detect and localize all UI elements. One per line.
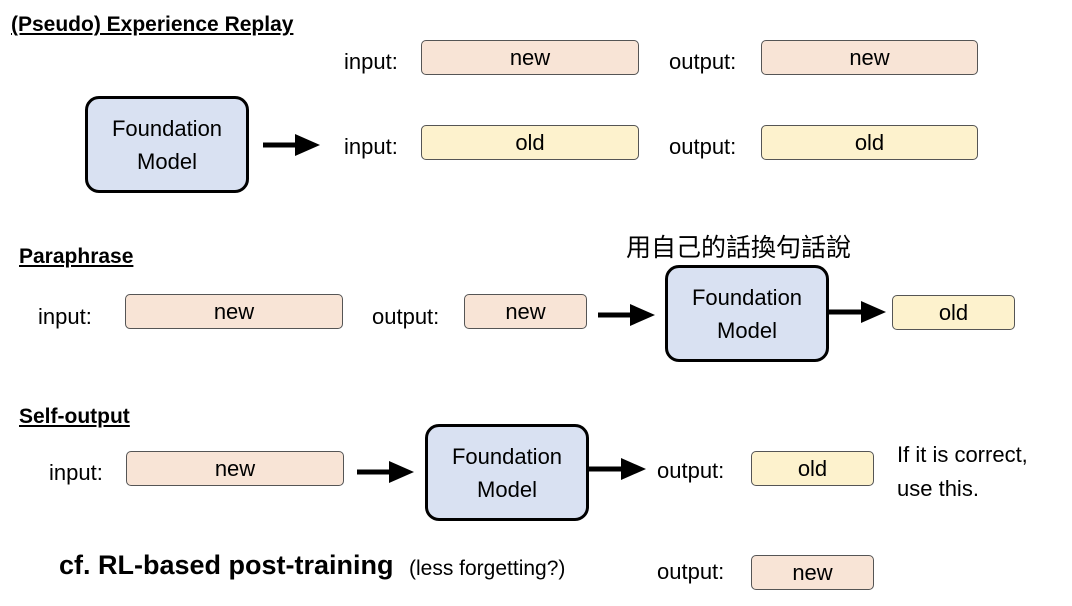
rl-title: cf. RL-based post-training — [59, 550, 394, 580]
replay-arrow — [263, 134, 320, 156]
paraphrase-arrow-in — [598, 304, 655, 326]
replay-heading: (Pseudo) Experience Replay — [11, 13, 294, 36]
replay-row1-output-box: new — [761, 40, 978, 75]
paraphrase-output-label: output: — [372, 304, 440, 329]
model-label-line1: Foundation — [451, 443, 563, 469]
paraphrase-result-box: old — [892, 295, 1015, 330]
model-label-line2: Model — [137, 148, 197, 174]
replay-row2-output-label: output: — [669, 134, 737, 159]
paraphrase-heading: Paraphrase — [19, 245, 134, 268]
replay-row2-input-label: input: — [344, 134, 398, 159]
self-output-arrow-in — [357, 461, 414, 483]
self-output-note-line1: If it is correct, — [897, 442, 1028, 467]
paraphrase-caption: 用自己的話換句話說 — [626, 233, 852, 262]
replay-row1-input-label: input: — [344, 49, 398, 74]
paraphrase-input-box: new — [125, 294, 343, 329]
self-output-input-box: new — [126, 451, 344, 486]
rl-note: (less forgetting?) — [409, 557, 566, 580]
replay-row1-output-label: output: — [669, 49, 737, 74]
self-output-note: If it is correct, use this. — [897, 438, 1028, 506]
self-output-output-box: old — [751, 451, 874, 486]
self-output-arrow-out — [589, 458, 646, 480]
self-output-input-label: input: — [49, 460, 103, 485]
self-output-note-line2: use this. — [897, 476, 979, 501]
paraphrase-arrow-out — [829, 301, 886, 323]
self-output-output-label: output: — [657, 458, 725, 483]
paraphrase-output-box: new — [464, 294, 587, 329]
replay-row2-input-box: old — [421, 125, 639, 160]
self-output-heading: Self-output — [19, 405, 130, 428]
model-label-line1: Foundation — [111, 115, 223, 141]
model-label-line2: Model — [717, 317, 777, 343]
replay-row2-output-box: old — [761, 125, 978, 160]
model-label-line1: Foundation — [691, 284, 803, 310]
rl-output-box: new — [751, 555, 874, 590]
rl-output-label: output: — [657, 559, 725, 584]
paraphrase-input-label: input: — [38, 304, 92, 329]
model-label-line2: Model — [477, 476, 537, 502]
replay-row1-input-box: new — [421, 40, 639, 75]
